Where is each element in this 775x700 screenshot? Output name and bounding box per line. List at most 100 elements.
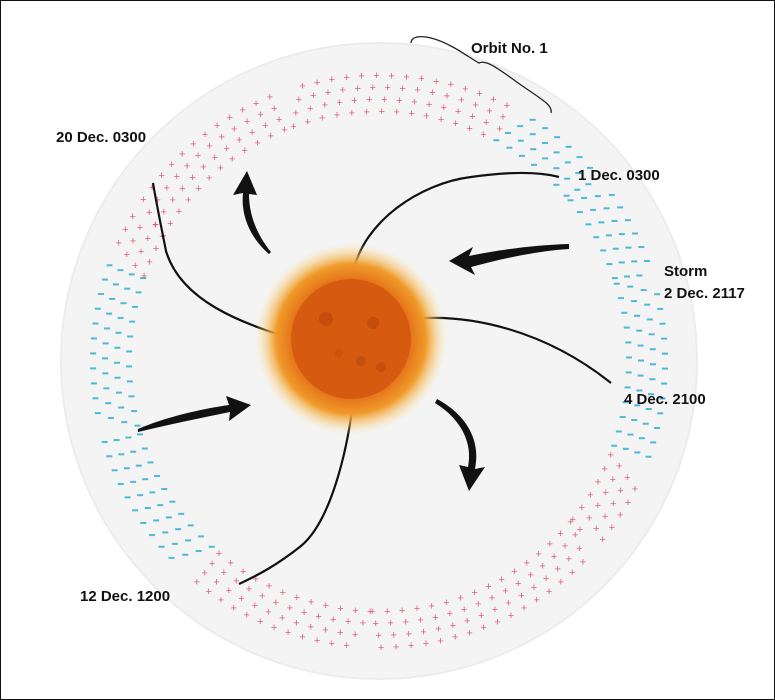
positive-polarity-mark: + <box>610 498 616 510</box>
positive-polarity-mark: + <box>168 159 174 171</box>
negative-polarity-mark <box>554 136 561 139</box>
negative-polarity-mark <box>94 412 101 415</box>
negative-polarity-mark <box>157 504 164 507</box>
negative-polarity-mark <box>117 316 124 319</box>
positive-polarity-mark: + <box>478 610 484 622</box>
curved-arrow-icon <box>435 399 485 491</box>
negative-polarity-mark <box>575 172 582 175</box>
orbit-bracket <box>410 36 552 114</box>
positive-polarity-mark: + <box>602 463 608 475</box>
negative-polarity-mark <box>636 274 643 277</box>
negative-polarity-mark <box>564 177 571 180</box>
negative-polarity-mark <box>158 545 165 548</box>
negative-polarity-mark <box>117 269 124 272</box>
positive-polarity-mark: + <box>189 172 195 184</box>
positive-polarity-mark: + <box>403 71 409 83</box>
positive-polarity-mark: + <box>146 207 152 219</box>
negative-polarity-mark <box>542 127 549 130</box>
positive-polarity-mark: + <box>262 120 268 132</box>
negative-polarity-mark <box>123 467 130 470</box>
negative-polarity-mark <box>618 233 625 236</box>
positive-polarity-mark: + <box>535 548 541 560</box>
negative-polarity-mark <box>625 341 632 344</box>
positive-polarity-mark: + <box>310 90 316 102</box>
negative-polarity-mark <box>131 305 138 308</box>
positive-polarity-mark: + <box>441 102 447 114</box>
positive-polarity-mark: + <box>603 487 609 499</box>
positive-polarity-mark: + <box>179 148 185 160</box>
positive-polarity-mark: + <box>448 79 454 91</box>
negative-polarity-mark <box>564 161 571 164</box>
negative-polarity-mark <box>529 118 536 121</box>
negative-polarity-mark <box>142 478 149 481</box>
negative-polarity-mark <box>102 342 109 345</box>
negative-polarity-mark <box>128 273 135 276</box>
positive-polarity-mark: + <box>299 632 305 644</box>
positive-polarity-mark: + <box>469 111 475 123</box>
positive-polarity-mark: + <box>566 554 572 566</box>
positive-polarity-mark: + <box>140 194 146 206</box>
positive-polarity-mark: + <box>393 641 399 653</box>
negative-polarity-mark <box>114 346 121 349</box>
positive-polarity-mark: + <box>461 604 467 616</box>
negative-polarity-mark <box>125 436 132 439</box>
positive-polarity-mark: + <box>319 113 325 125</box>
positive-polarity-mark: + <box>285 627 291 639</box>
negative-polarity-mark <box>124 496 131 499</box>
negative-polarity-mark <box>182 553 189 556</box>
positive-polarity-mark: + <box>411 96 417 108</box>
polarity-marks: ++++++++++++++++++++++++++++++++++++++++… <box>90 70 668 654</box>
positive-polarity-mark: + <box>252 600 258 612</box>
positive-polarity-mark: + <box>334 110 340 122</box>
negative-polarity-mark <box>117 482 124 485</box>
negative-polarity-mark <box>661 352 668 355</box>
positive-polarity-mark: + <box>253 574 259 586</box>
negative-polarity-mark <box>574 188 581 191</box>
negative-polarity-mark <box>517 125 524 128</box>
negative-polarity-mark <box>611 444 618 447</box>
positive-polarity-mark: + <box>546 586 552 598</box>
negative-polarity-mark <box>109 297 116 300</box>
negative-polarity-mark <box>585 183 592 186</box>
negative-polarity-mark <box>598 221 605 224</box>
positive-polarity-mark: + <box>337 627 343 639</box>
positive-polarity-mark: + <box>423 638 429 650</box>
positive-polarity-mark: + <box>214 120 220 132</box>
positive-polarity-mark: + <box>345 616 351 628</box>
negative-polarity-mark <box>645 408 652 411</box>
negative-polarity-mark <box>126 365 133 368</box>
positive-polarity-mark: + <box>570 514 576 526</box>
label-storm: Storm <box>664 263 708 280</box>
positive-polarity-mark: + <box>116 237 122 249</box>
positive-polarity-mark: + <box>351 95 357 107</box>
negative-polarity-mark <box>611 277 618 280</box>
negative-polarity-mark <box>171 542 178 545</box>
negative-polarity-mark <box>144 507 151 510</box>
positive-polarity-mark: + <box>169 194 175 206</box>
positive-polarity-mark: + <box>364 106 370 118</box>
positive-polarity-mark: + <box>276 114 282 126</box>
positive-polarity-mark: + <box>190 138 196 150</box>
positive-polarity-mark: + <box>373 618 379 630</box>
positive-polarity-mark: + <box>576 543 582 555</box>
positive-polarity-mark: + <box>257 109 263 121</box>
positive-polarity-mark: + <box>577 524 583 536</box>
negative-polarity-mark <box>594 195 601 198</box>
positive-polarity-mark: + <box>122 224 128 236</box>
negative-polarity-mark <box>623 275 630 278</box>
positive-polarity-mark: + <box>579 502 585 514</box>
positive-polarity-mark: + <box>580 556 586 568</box>
positive-polarity-mark: + <box>273 597 279 609</box>
positive-polarity-mark: + <box>308 621 314 633</box>
negative-polarity-mark <box>493 139 500 142</box>
negative-polarity-mark <box>624 219 631 222</box>
curved-arrow-icon <box>233 171 271 254</box>
positive-polarity-mark: + <box>265 607 271 619</box>
positive-polarity-mark: + <box>379 106 385 118</box>
positive-polarity-mark: + <box>329 638 335 650</box>
negative-polarity-mark <box>553 151 560 154</box>
positive-polarity-mark: + <box>498 574 504 586</box>
negative-polarity-mark <box>636 329 643 332</box>
negative-polarity-mark <box>141 447 148 450</box>
